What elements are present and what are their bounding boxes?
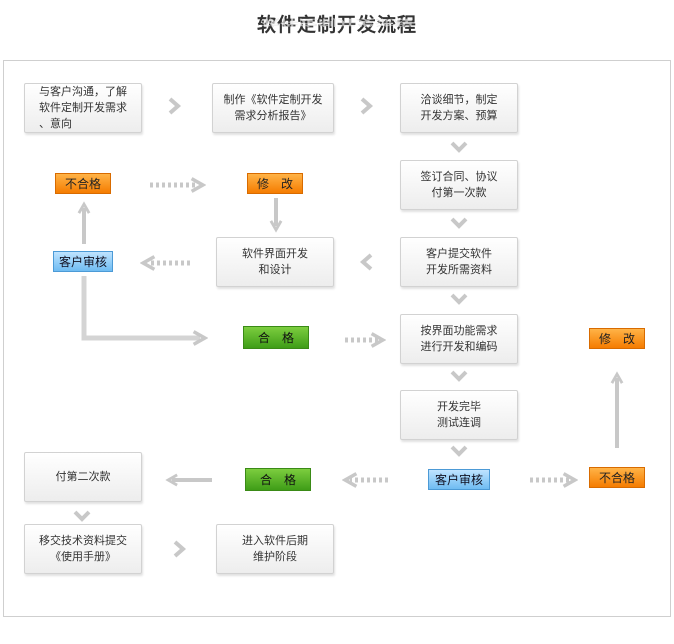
chevron-down-icon [450,217,468,229]
modify-tag: 修 改 [247,173,303,194]
step-communicate: 与客户沟通，了解软件定制开发需求、意向 [24,83,142,133]
pass-tag: 合 格 [245,468,311,491]
chevron-down-icon [450,141,468,153]
chevron-left-icon [359,253,373,271]
chevron-right-icon [173,540,187,558]
review-tag: 客户审核 [428,469,490,490]
chevron-down-icon [73,510,91,522]
page-title: 软件定制开发流程 [256,14,417,36]
fail-tag: 不合格 [589,467,645,488]
modify-tag: 修 改 [589,328,645,349]
step-submit-materials: 客户提交软件开发所需资料 [400,237,518,287]
step-ui-design: 软件界面开发和设计 [216,237,334,287]
step-handover-docs: 移交技术资料提交《使用手册》 [24,524,142,574]
step-sign-contract: 签订合同、协议付第一次款 [400,160,518,210]
step-maintenance: 进入软件后期维护阶段 [216,524,334,574]
review-tag: 客户审核 [53,251,113,272]
chevron-down-icon [450,293,468,305]
step-requirements-report: 制作《软件定制开发需求分析报告》 [212,83,334,133]
step-plan-budget: 洽谈细节，制定开发方案、预算 [400,83,518,133]
chevron-right-icon [360,97,374,115]
chevron-right-icon [168,97,182,115]
chevron-down-icon [450,370,468,382]
chevron-down-icon [450,445,468,457]
step-develop-code: 按界面功能需求进行开发和编码 [400,314,518,364]
step-second-payment: 付第二次款 [24,452,142,502]
arrow-elbow [81,276,200,338]
pass-tag: 合 格 [243,326,309,349]
step-test-debug: 开发完毕测试连调 [400,390,518,440]
fail-tag: 不合格 [55,173,111,194]
